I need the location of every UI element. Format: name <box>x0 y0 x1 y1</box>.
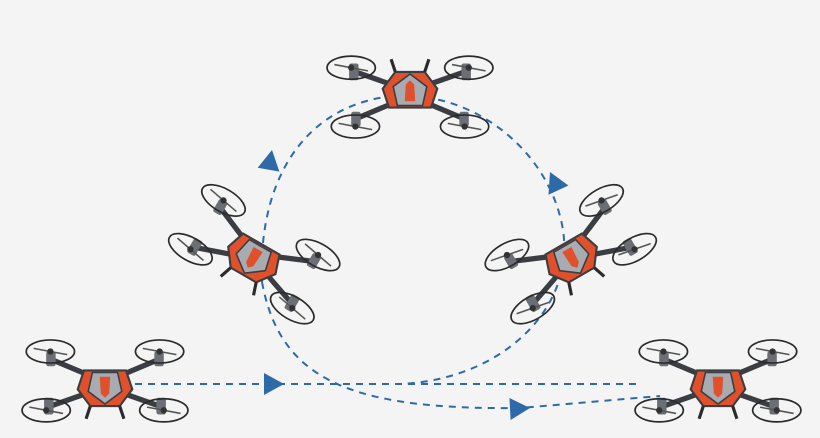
path-bottom-exit <box>261 281 661 410</box>
arrow-straight-icon <box>264 373 284 395</box>
arrow-right-down-icon <box>540 167 569 195</box>
path-loop <box>260 94 566 385</box>
arrow-bottom-icon <box>509 397 531 421</box>
drones <box>22 56 801 422</box>
drone-right-descend-icon <box>477 176 662 330</box>
drone-left-climb-icon <box>164 176 349 330</box>
drone-end-icon <box>635 340 801 422</box>
direction-arrows <box>257 148 569 421</box>
drone-top-icon <box>327 56 493 138</box>
flight-path <box>135 94 661 410</box>
arrow-left-up-icon <box>257 148 283 172</box>
drone-start-icon <box>22 340 188 422</box>
